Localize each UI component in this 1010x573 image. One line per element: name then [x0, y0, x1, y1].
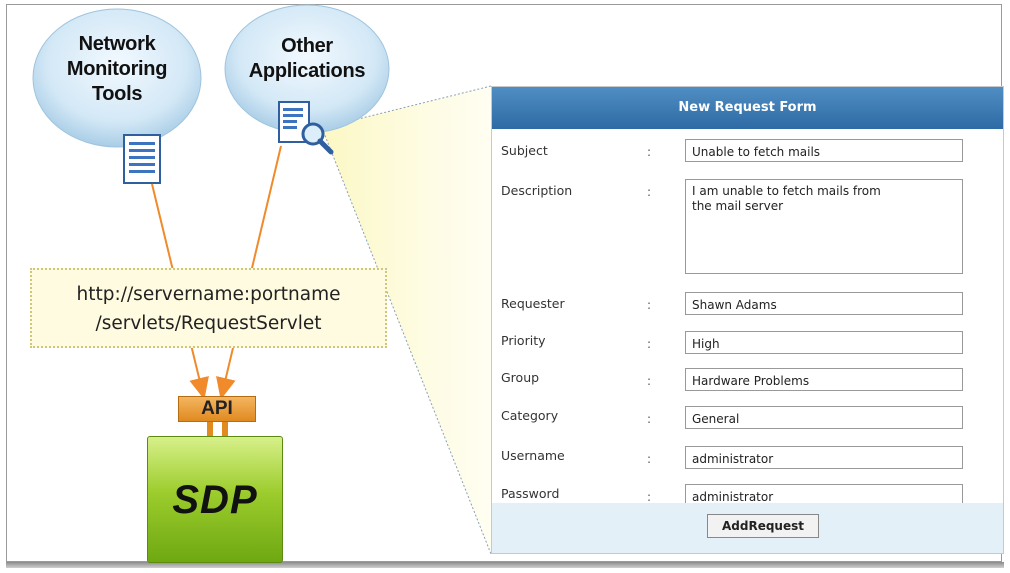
api-label: API: [178, 396, 256, 422]
field-colon: :: [647, 490, 652, 504]
servlet-url-box: http://servername:portname /servlets/Req…: [30, 268, 387, 348]
api-connector: [207, 420, 213, 437]
api-connector: [222, 420, 228, 437]
sdp-label: SDP: [172, 478, 258, 522]
url-line-2: /servlets/RequestServlet: [95, 313, 322, 334]
document-icon: [123, 134, 161, 184]
field-label: Password: [501, 486, 560, 501]
field-colon: :: [647, 298, 652, 312]
field-colon: :: [647, 452, 652, 466]
form-title: New Request Form: [492, 87, 1003, 129]
field-colon: :: [647, 185, 652, 199]
field-label: Subject: [501, 143, 548, 158]
applications-bubble-label: Other Applications: [232, 34, 382, 84]
form-footer: AddRequest: [492, 503, 1003, 553]
field-label: Requester: [501, 296, 565, 311]
group-field[interactable]: Hardware Problems: [685, 368, 963, 391]
url-line-1: http://servername:portname: [76, 284, 341, 305]
field-label: Group: [501, 370, 540, 385]
field-colon: :: [647, 145, 652, 159]
subject-field[interactable]: Unable to fetch mails: [685, 139, 963, 162]
network-bubble-label: Network Monitoring Tools: [47, 32, 187, 107]
category-field[interactable]: General: [685, 406, 963, 429]
sdp-box: SDP: [147, 436, 283, 563]
field-label: Description: [501, 183, 573, 198]
field-label: Priority: [501, 333, 546, 348]
add-request-button[interactable]: AddRequest: [707, 514, 819, 538]
username-field[interactable]: administrator: [685, 446, 963, 469]
field-colon: :: [647, 374, 652, 388]
new-request-form: New Request Form Subject : Unable to fet…: [491, 86, 1004, 554]
field-label: Category: [501, 408, 559, 423]
network-bubble: [32, 8, 202, 148]
field-colon: :: [647, 337, 652, 351]
applications-bubble-text: Other Applications: [248, 35, 366, 82]
magnifier-document-icon: [278, 101, 334, 155]
zoom-beam: [322, 86, 491, 554]
field-colon: :: [647, 412, 652, 426]
frame-shadow: [6, 562, 1004, 568]
requester-field[interactable]: Shawn Adams: [685, 292, 963, 315]
field-label: Username: [501, 448, 565, 463]
priority-field[interactable]: High: [685, 331, 963, 354]
network-bubble-text: Network Monitoring Tools: [66, 33, 168, 105]
description-field[interactable]: I am unable to fetch mails from the mail…: [685, 179, 963, 274]
